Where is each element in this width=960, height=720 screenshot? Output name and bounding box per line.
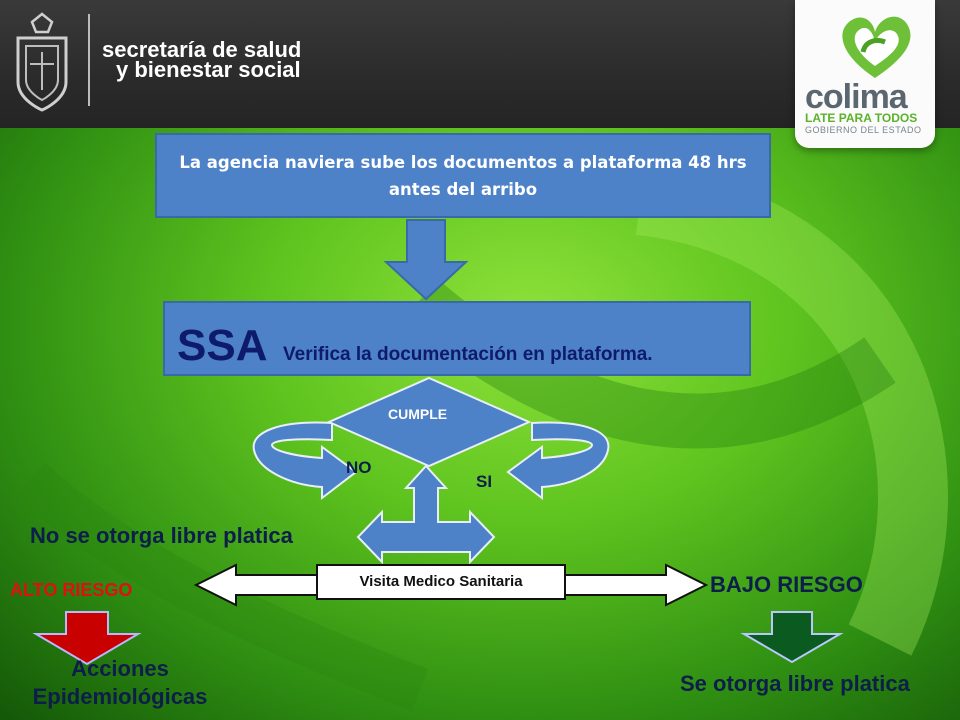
org-name-line2: y bienestar social	[116, 57, 301, 82]
header-divider	[88, 14, 90, 106]
step-ssa-verify: SSA Verifica la documentación en platafo…	[163, 301, 751, 376]
medical-visit-text: Visita Medico Sanitaria	[359, 573, 523, 590]
high-risk-arrow	[32, 611, 142, 666]
si-label: SI	[476, 472, 493, 491]
brand-subtitle: GOBIERNO DEL ESTADO	[805, 125, 922, 135]
low-risk-action: Se otorga libre platica	[680, 671, 910, 696]
brand-logo-card: colima LATE PARA TODOS GOBIERNO DEL ESTA…	[795, 0, 935, 148]
no-result-text: No se otorga libre platica	[30, 523, 293, 548]
step-upload-documents: La agencia naviera sube los documentos a…	[155, 133, 771, 218]
heart-logo-icon	[842, 16, 911, 78]
decision-split-arrow	[356, 464, 496, 565]
low-risk-arrow	[740, 611, 844, 664]
ssa-verify-text: Verifica la documentación en plataforma.	[283, 344, 653, 365]
si-curved-arrow	[506, 421, 610, 501]
org-name-line1: secretaría de salud	[102, 37, 302, 62]
down-arrow	[383, 219, 469, 301]
no-curved-arrow	[252, 421, 358, 501]
no-label: NO	[346, 458, 372, 477]
decision-diamond	[326, 376, 532, 468]
step-upload-text: La agencia naviera sube los documentos a…	[179, 153, 747, 199]
high-risk-action: Acciones Epidemiológicas	[32, 656, 208, 709]
ssa-title: SSA	[177, 321, 268, 370]
medical-visit-box: Visita Medico Sanitaria	[316, 564, 566, 600]
high-risk-label: ALTO RIESGO	[10, 580, 133, 600]
decision-label: CUMPLE	[388, 406, 448, 422]
brand-name: colima	[805, 78, 908, 116]
low-risk-label: BAJO RIESGO	[710, 572, 863, 597]
state-shield-icon	[16, 12, 68, 112]
brand-tagline: LATE PARA TODOS	[805, 111, 918, 125]
